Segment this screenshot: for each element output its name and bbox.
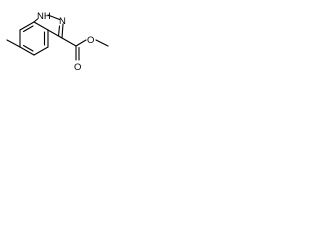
bond-c6-methyl [6, 39, 21, 48]
double-bond-n2-c3 [57, 25, 61, 37]
bond-carbonyl-o-ester [75, 39, 87, 47]
atom-label-o-ester: O [87, 35, 94, 46]
bond-c6-c5 [19, 46, 35, 56]
atom-label-nh: NH [37, 11, 51, 22]
atom-label-n2: N [59, 16, 66, 27]
bond-c7a-c7 [19, 21, 35, 31]
structure-diagram: NH N O O [6, 11, 109, 73]
bond-c3-carbonyl [61, 37, 77, 47]
bond-n2-c3 [61, 23, 64, 39]
pyrazole-ring [33, 14, 64, 39]
ester-group [61, 37, 109, 61]
bond-c3-c3a [47, 29, 63, 39]
bond-c3a-c7a [33, 21, 49, 31]
bond-n1-n2 [47, 14, 61, 21]
bond-o-ester-methyl [95, 39, 109, 47]
double-bond-c7a-c7 [22, 25, 34, 33]
bond-c7a-n1 [33, 18, 39, 23]
bond-c5-c4 [33, 46, 49, 56]
double-bond-c6-c5 [22, 44, 34, 52]
atom-label-o-carbonyl: O [74, 62, 81, 73]
benzene-ring [19, 21, 49, 56]
